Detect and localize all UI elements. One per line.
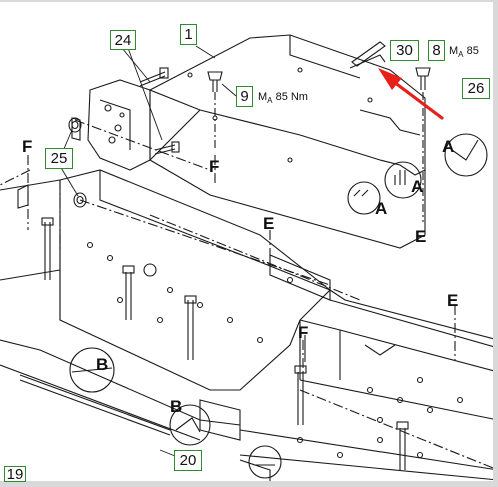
callout-24: 24 [110, 30, 136, 50]
callout-1: 1 [180, 24, 197, 45]
callout-25: 25 [45, 148, 73, 169]
torque-9-value: 85 Nm [272, 91, 308, 103]
callout-30: 30 [390, 40, 419, 61]
torque-8-subscript: A [458, 50, 464, 60]
base-frame [0, 169, 331, 391]
view-letter-e-1: E [263, 214, 275, 233]
torque-9-symbol: M [258, 91, 268, 103]
detail-circles [69, 133, 488, 479]
view-letter-b-2: B [170, 397, 183, 416]
callout-20: 20 [174, 450, 202, 471]
torque-label-8: MA 85 [449, 46, 479, 59]
callout-19: 19 [4, 466, 26, 482]
view-letter-a-3: A [442, 137, 455, 156]
frame-bottom-edge [0, 481, 498, 487]
bolt-9 [207, 71, 223, 150]
torque-label-9: MA 85 Nm [258, 92, 308, 105]
view-letter-a-2: A [411, 177, 424, 196]
view-letter-e-2: E [415, 227, 427, 246]
callout-26: 26 [462, 78, 490, 99]
torque-8-value: 85 [463, 45, 479, 57]
centerlines [0, 119, 498, 471]
torque-8-symbol: M [449, 45, 459, 57]
view-letter-f-3: F [298, 323, 309, 342]
callout-8: 8 [428, 40, 445, 61]
view-letter-a-1: A [375, 199, 388, 218]
threaded-rods [41, 217, 409, 470]
side-bracket [71, 79, 151, 171]
view-letter-f-2: F [209, 157, 220, 176]
torque-9-subscript: A [267, 96, 273, 106]
bolts-24 [139, 67, 180, 155]
lower-panel [0, 339, 498, 487]
view-letter-f-1: F [22, 137, 33, 156]
strip-30 [351, 41, 386, 67]
bolt-8 [415, 67, 431, 222]
frame-top-edge [0, 0, 498, 2]
frame-right-edge [493, 0, 498, 487]
callout-9: 9 [236, 86, 253, 107]
view-letter-b-1: B [96, 355, 109, 374]
view-letter-e-3: E [447, 291, 459, 310]
